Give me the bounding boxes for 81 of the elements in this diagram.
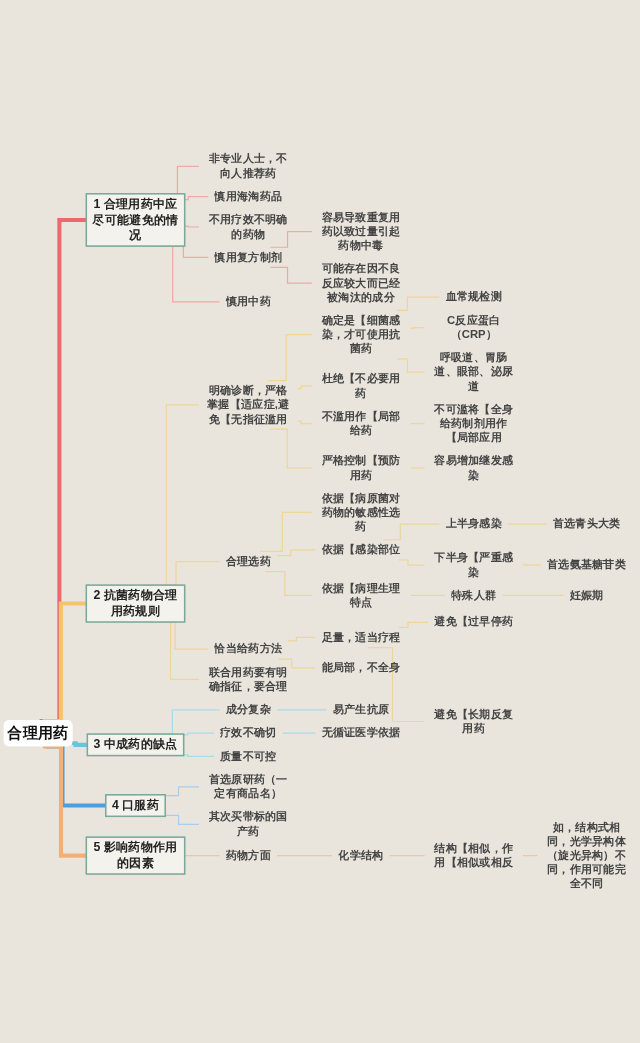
node-text: 容易增加继发感染 <box>434 453 514 481</box>
node-text: 不可滥将【全身给药制剂用作【局部应用 <box>434 402 514 443</box>
node-text: 下半身【严重感染 <box>434 550 514 578</box>
node-text: 首选氨基糖苷类 <box>547 558 626 571</box>
node-text: 妊娠期 <box>569 588 604 601</box>
node-text: 杜绝【不必要用药 <box>321 372 401 399</box>
node-text: 恰当给药方法 <box>214 642 283 655</box>
connector <box>287 636 316 642</box>
node-text: 如，结构式相同，光学异构体（旋光异构）不同，作用可能完全不同 <box>547 820 626 890</box>
connector <box>522 564 542 566</box>
node-text: 非专业人士，不向人推荐药 <box>208 152 288 179</box>
node-text: 严格控制【预防用药 <box>321 453 401 481</box>
connector <box>501 594 565 597</box>
connector <box>184 196 209 201</box>
node-box: 5 影响药物作用的因素 <box>85 836 186 875</box>
connector <box>296 420 313 425</box>
connector <box>269 428 313 469</box>
node-text: 呼吸道、胃肠道、眼部、泌尿道 <box>434 350 514 392</box>
node-text: 成分复杂 <box>225 702 271 716</box>
connector <box>269 266 313 284</box>
connector <box>281 732 316 734</box>
node-text: 依据【病原菌对药物的敏感性选药 <box>321 491 401 532</box>
node-text: 首选青头大类 <box>552 517 621 530</box>
node-text: 确定是【细菌感染，才可使用抗菌药 <box>321 313 401 354</box>
connector <box>389 854 426 857</box>
connector <box>264 571 313 597</box>
connector <box>42 744 87 858</box>
node-text: 慎用复方制剂 <box>214 250 283 263</box>
connector <box>276 854 333 857</box>
node-text: 慎用中药 <box>225 294 271 308</box>
node-text: 足量，适当疗程 <box>321 630 401 643</box>
connector <box>183 754 215 758</box>
node-text: 结构【相似，作用【相似或相反 <box>434 841 514 868</box>
node-text: 合理选药 <box>225 554 271 567</box>
node-text: 明确诊断，严格掌握【适应症,避免【无指征滥用 <box>207 383 290 425</box>
connector <box>183 732 215 736</box>
connector <box>269 231 313 248</box>
node-text: 特殊人群 <box>451 588 497 601</box>
connector <box>267 334 313 382</box>
connector <box>507 523 548 525</box>
connector <box>276 549 316 557</box>
node-text: C反应蛋白（CRP） <box>447 313 501 340</box>
connector <box>184 854 221 857</box>
node-text: 不用疗效不明确的药物 <box>208 212 288 240</box>
node-text: 能局部，不全身 <box>321 660 401 674</box>
connector <box>296 385 313 390</box>
node-box: 4 口服药 <box>105 794 166 818</box>
node-text: 避免【过早停药 <box>434 615 514 628</box>
node-text: 依据【病理生理特点 <box>321 581 401 608</box>
connector <box>278 658 316 669</box>
node-text: 药物方面 <box>225 848 271 861</box>
node-text: 依据【感染部位 <box>321 542 401 556</box>
connector <box>397 621 429 628</box>
node-text: 质量不可控 <box>220 749 277 762</box>
node-text: 联合用药要有明确指征，要合理 <box>208 665 288 692</box>
node-box: 3 中成药的缺点 <box>86 733 185 757</box>
connector <box>396 358 426 373</box>
node-text: 化学结构 <box>338 848 384 861</box>
connector <box>397 559 426 566</box>
node-text: 其次买带标的国产药 <box>208 810 288 837</box>
node-text: 慎用海淘药品 <box>214 189 283 202</box>
node-text: 可能存在因不良反应较大而已经被淘汰的成分 <box>321 261 401 303</box>
node-text: 无循证医学依据 <box>321 726 401 739</box>
node-box: 1 合理用药中应尽可能避免的情况 <box>85 193 186 247</box>
node-text: 首选原研药（一定有商品名） <box>208 772 288 800</box>
connector <box>72 741 88 747</box>
connector <box>382 523 441 541</box>
node-text: 不滥用作【局部给药 <box>321 409 401 436</box>
node-text: 易产生抗原 <box>332 702 390 716</box>
connector <box>409 594 446 597</box>
node-box: 2 抗菌药物合理用药规则 <box>85 584 186 623</box>
connector <box>259 511 313 553</box>
connector <box>409 467 426 469</box>
node-text: 上半身感染 <box>445 517 502 530</box>
connector <box>276 709 328 711</box>
node-text: 血常规检测 <box>445 290 502 303</box>
node-text: 避免【长期反复用药 <box>434 707 514 734</box>
node-text: 疗效不确切 <box>220 726 277 739</box>
connector <box>396 296 441 312</box>
node-text: 容易导致重复用药以致过量引起药物中毒 <box>321 210 401 251</box>
connector <box>367 646 426 723</box>
